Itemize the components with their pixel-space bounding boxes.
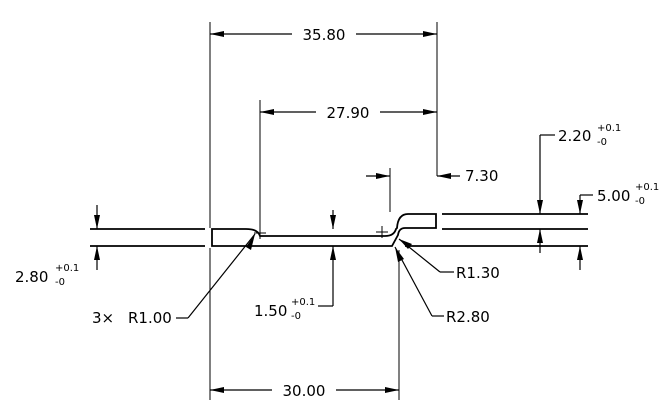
fillet-count-label: 3×: [92, 309, 114, 327]
radius-leader-medium: R1.30: [398, 238, 500, 282]
top-thickness-upper-tol: +0.1: [597, 123, 621, 134]
dimension-overall-width: 35.80: [210, 24, 437, 44]
radius-leader-small: 3× R1.00: [92, 233, 256, 327]
radius-center-mark-right: [376, 226, 388, 238]
top-thickness-value: 2.20: [558, 127, 591, 145]
radius-medium-label: R1.30: [456, 264, 500, 282]
dimension-left-thickness: 2.80 +0.1 -0: [15, 205, 100, 288]
radius-leader-large: R2.80: [394, 246, 490, 326]
radius-small-label: R1.00: [128, 309, 172, 327]
right-height-lower-tol: -0: [635, 196, 645, 207]
left-thickness-value: 2.80: [15, 268, 48, 286]
left-thickness-upper-tol: +0.1: [55, 263, 79, 274]
extension-lines: [209, 22, 438, 400]
dimension-inner-width: 27.90: [260, 102, 437, 122]
left-thickness-lower-tol: -0: [55, 277, 65, 288]
groove-depth-lower-tol: -0: [291, 311, 301, 322]
top-thickness-lower-tol: -0: [597, 137, 607, 148]
groove-depth-value: 1.50: [254, 302, 287, 320]
dimension-groove-depth: 1.50 +0.1 -0: [254, 210, 336, 322]
radius-large-label: R2.80: [446, 308, 490, 326]
inner-width-label: 27.90: [327, 104, 370, 122]
overall-width-label: 35.80: [303, 26, 346, 44]
groove-depth-upper-tol: +0.1: [291, 297, 315, 308]
right-height-upper-tol: +0.1: [635, 182, 659, 193]
dimension-right-height: 5.00 +0.1 -0: [577, 182, 659, 270]
dimension-step-offset: 7.30: [366, 167, 498, 185]
bottom-width-label: 30.00: [283, 382, 326, 400]
step-offset-label: 7.30: [465, 167, 498, 185]
part-profile: [90, 213, 588, 247]
right-height-value: 5.00: [597, 187, 630, 205]
dimension-bottom-width: 30.00: [210, 380, 399, 400]
dimension-top-thickness: 2.20 +0.1 -0: [537, 123, 621, 253]
